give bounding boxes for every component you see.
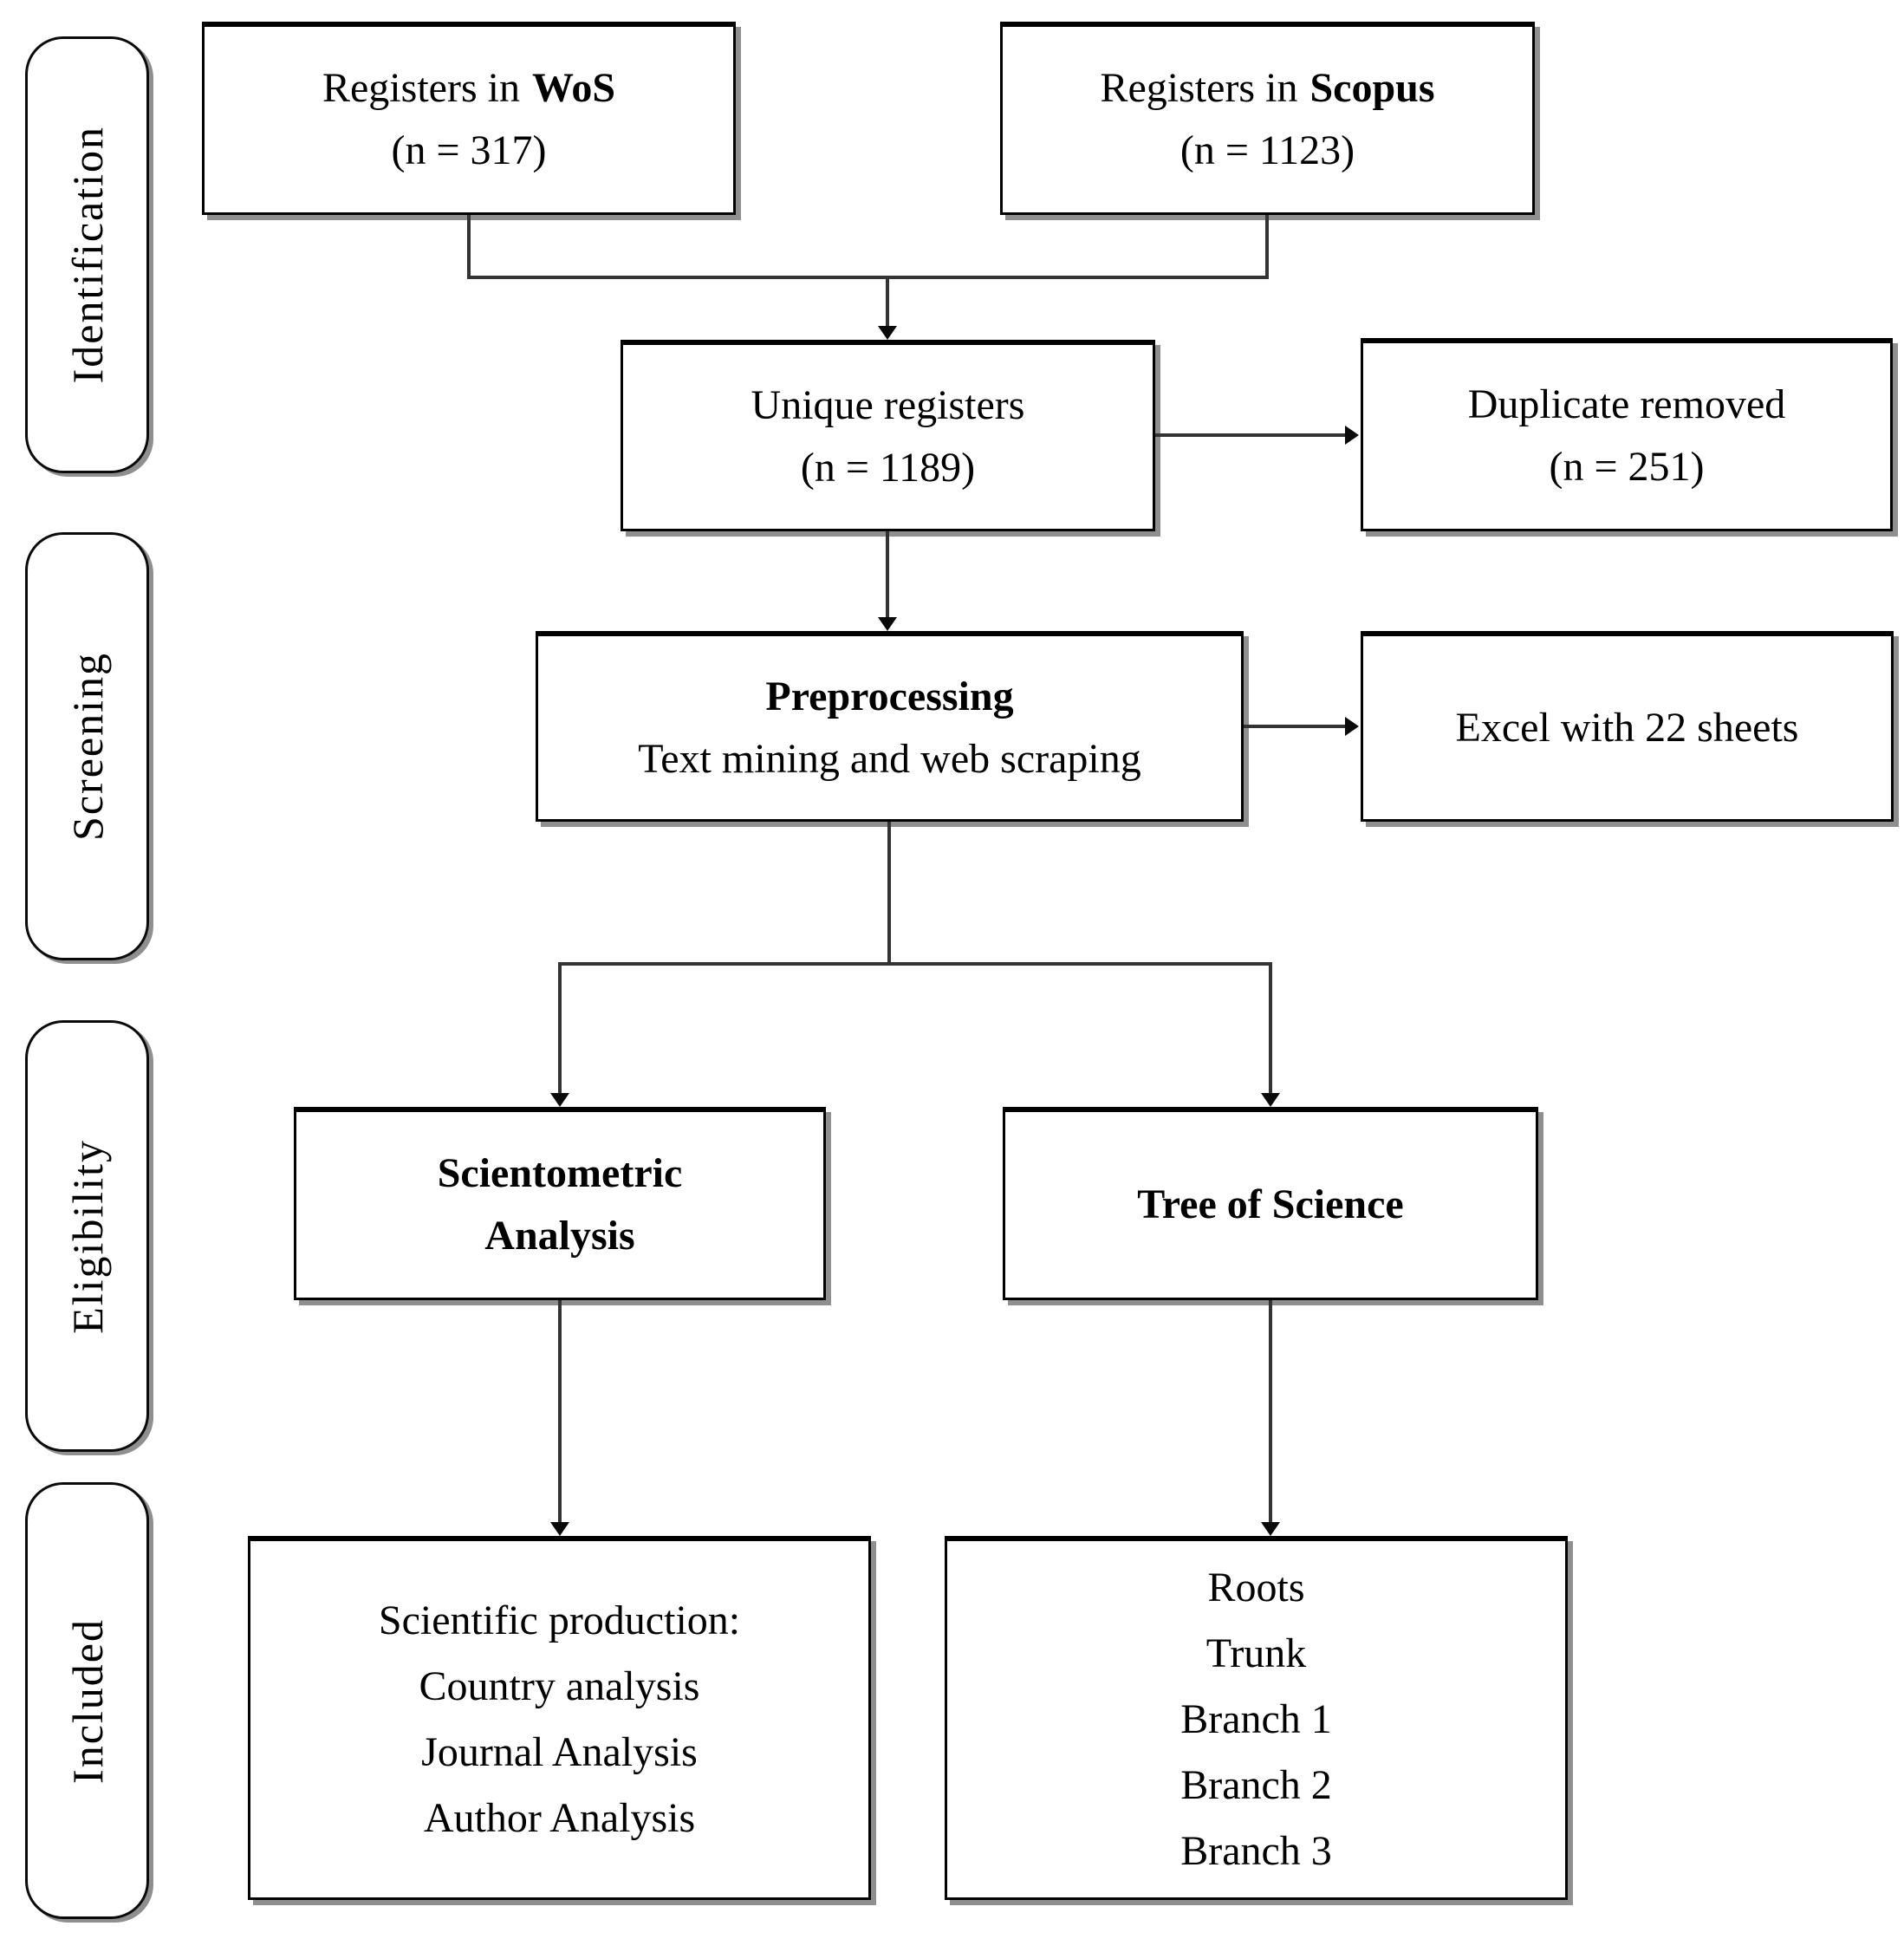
box-excel-sheets: Excel with 22 sheets <box>1361 631 1894 822</box>
connector-scopus-down <box>1265 215 1269 279</box>
stage-pill-included: Included <box>25 1482 149 1919</box>
tree-arrowhead <box>1261 1093 1280 1107</box>
connector-preprocessing-down <box>887 822 891 964</box>
tree-output-line: Branch 2 <box>1180 1761 1332 1808</box>
scientific-production-arrowhead <box>550 1522 569 1536</box>
scopus-count: (n = 1123) <box>1179 127 1355 173</box>
wos-title-prefix: Registers in <box>322 65 520 111</box>
scientific-production-line: Scientific production: <box>378 1597 741 1643</box>
connector-merge-horizontal <box>467 276 1269 279</box>
tree-output-arrowhead <box>1261 1522 1280 1536</box>
connector-wos-down <box>467 215 471 279</box>
connector-split-right-down <box>1269 962 1272 1095</box>
stage-label-screening: Screening <box>62 652 112 841</box>
box-duplicate-removed: Duplicate removed (n = 251) <box>1361 338 1893 531</box>
stage-pill-identification: Identification <box>25 36 149 473</box>
scopus-title-prefix: Registers in <box>1100 65 1298 111</box>
connector-unique-to-duplicate <box>1155 433 1348 437</box>
stage-label-included: Included <box>62 1617 112 1784</box>
connector-merge-down <box>886 276 889 328</box>
tree-of-science-title: Tree of Science <box>1137 1181 1404 1227</box>
preprocessing-arrowhead <box>878 617 897 631</box>
connector-split-left-down <box>558 962 562 1095</box>
connector-tree-down <box>1269 1300 1272 1524</box>
preprocessing-subtitle: Text mining and web scraping <box>638 735 1141 782</box>
excel-title: Excel with 22 sheets <box>1455 704 1799 751</box>
preprocessing-title: Preprocessing <box>765 673 1014 719</box>
connector-preprocessing-to-excel <box>1244 725 1347 728</box>
unique-title: Unique registers <box>751 382 1025 428</box>
duplicate-count: (n = 251) <box>1549 444 1705 490</box>
tree-output-line: Branch 3 <box>1180 1827 1332 1874</box>
scientometric-title-line2: Analysis <box>484 1213 635 1259</box>
scientometric-title-line1: Scientometric <box>437 1150 683 1196</box>
stage-label-identification: Identification <box>62 126 112 384</box>
wos-count: (n = 317) <box>391 127 547 173</box>
connector-split-horizontal <box>558 962 1272 966</box>
box-unique-registers: Unique registers (n = 1189) <box>621 340 1155 531</box>
box-scientometric-analysis: Scientometric Analysis <box>294 1107 826 1300</box>
merge-arrowhead <box>878 326 897 340</box>
box-preprocessing: Preprocessing Text mining and web scrapi… <box>536 631 1244 822</box>
connector-unique-down <box>886 531 889 619</box>
connector-scientometric-down <box>558 1300 562 1524</box>
duplicate-title: Duplicate removed <box>1467 381 1786 427</box>
excel-arrowhead <box>1345 717 1359 736</box>
stage-pill-screening: Screening <box>25 532 149 960</box>
scientific-production-line: Country analysis <box>419 1662 700 1709</box>
scopus-title-bold: Scopus <box>1309 65 1435 111</box>
unique-count: (n = 1189) <box>800 445 976 491</box>
stage-pill-eligibility: Eligibility <box>25 1020 149 1452</box>
tree-output-line: Branch 1 <box>1180 1695 1332 1742</box>
box-tree-output: Roots Trunk Branch 1 Branch 2 Branch 3 <box>945 1536 1568 1900</box>
tree-output-line: Roots <box>1207 1564 1305 1610</box>
scientific-production-line: Journal Analysis <box>421 1728 698 1775</box>
wos-title-bold: WoS <box>531 65 616 111</box>
duplicate-arrowhead <box>1345 426 1359 445</box>
scientific-production-line: Author Analysis <box>423 1794 696 1841</box>
scientometric-arrowhead <box>550 1093 569 1107</box>
stage-label-eligibility: Eligibility <box>62 1138 112 1334</box>
box-tree-of-science: Tree of Science <box>1003 1107 1538 1300</box>
tree-output-line: Trunk <box>1205 1630 1307 1676</box>
box-scientific-production: Scientific production: Country analysis … <box>248 1536 871 1900</box>
